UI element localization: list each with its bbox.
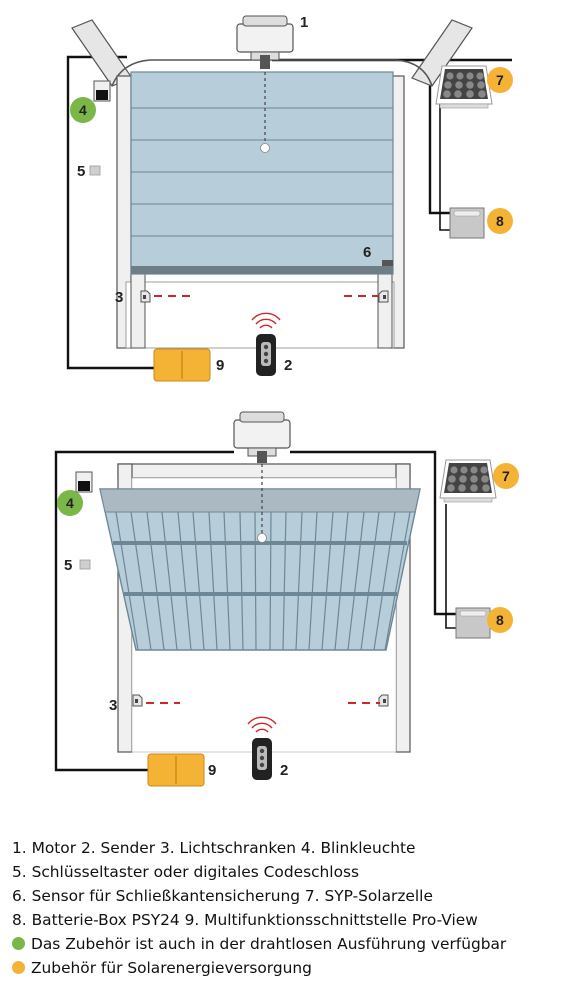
bottom-label-3: 3 [109, 697, 117, 714]
bottom-badge-wireless [57, 490, 83, 516]
bottom-diagram: 4 5 3 7 8 9 2 [54, 411, 519, 787]
top-badge-wireless [70, 97, 96, 123]
bottom-label-9: 9 [208, 762, 216, 779]
legend-line-4: 8. Batterie-Box PSY24 9. Multifunktionss… [12, 911, 478, 929]
bottom-badge-solar-8 [487, 607, 513, 633]
top-label-3: 3 [115, 289, 123, 306]
bottom-key-switch [79, 559, 91, 570]
bottom-tilting-door [99, 452, 421, 651]
legend-solar-note: Zubehör für Solarenergieversorgung [12, 956, 567, 980]
bottom-battery-box [455, 607, 491, 639]
legend-line-2: 5. Schlüsseltaster oder digitales Codesc… [12, 863, 360, 881]
orange-dot-icon [12, 961, 25, 974]
bottom-door-ribs [115, 511, 411, 651]
bottom-label-8: 8 [496, 612, 504, 628]
legend-wireless-note: Das Zubehör ist auch in der drahtlosen A… [12, 932, 567, 956]
top-motor [236, 15, 294, 69]
top-label-2: 2 [284, 357, 292, 374]
bottom-label-7: 7 [502, 468, 510, 484]
legend-line-1: 1. Motor 2. Sender 3. Lichtschranken 4. … [12, 839, 416, 857]
solar-note-text: Zubehör für Solarenergieversorgung [31, 959, 312, 977]
top-proview-interface [153, 348, 211, 382]
top-label-7: 7 [496, 72, 504, 88]
top-label-6: 6 [363, 244, 371, 261]
top-badge-solar-8 [487, 208, 513, 234]
top-photocells [140, 290, 389, 303]
bottom-flashing-light [75, 471, 93, 493]
bottom-label-4: 4 [66, 495, 74, 511]
wireless-note-text: Das Zubehör ist auch in der drahtlosen A… [31, 935, 507, 953]
top-label-8: 8 [496, 213, 504, 229]
top-battery-box [449, 207, 485, 239]
legend-line-3: 6. Sensor für Schließkantensicherung 7. … [12, 887, 433, 905]
bottom-cables [54, 450, 456, 772]
bottom-label-2: 2 [280, 762, 288, 779]
top-sectional-door [130, 60, 394, 275]
top-label-4: 4 [79, 102, 87, 118]
green-dot-icon [12, 937, 25, 950]
top-label-1: 1 [300, 14, 308, 31]
bottom-solar-panel [439, 459, 497, 503]
top-solar-panel [435, 65, 493, 109]
top-edge-sensor [382, 260, 393, 266]
bottom-photocells [132, 694, 389, 707]
top-badge-solar-7 [487, 67, 513, 93]
top-label-9: 9 [216, 357, 224, 374]
bottom-badge-solar-7 [493, 463, 519, 489]
installation-diagram: 1 4 5 6 3 7 8 9 2 [54, 14, 519, 787]
top-flashing-light [93, 80, 111, 102]
legend: 1. Motor 2. Sender 3. Lichtschranken 4. … [12, 836, 567, 980]
bottom-label-5: 5 [64, 557, 72, 574]
bottom-proview-interface [147, 753, 205, 787]
top-label-5: 5 [77, 163, 85, 180]
bottom-motor [233, 411, 291, 463]
top-diagram: 1 4 5 6 3 7 8 9 2 [66, 14, 513, 382]
top-key-switch [89, 165, 101, 176]
